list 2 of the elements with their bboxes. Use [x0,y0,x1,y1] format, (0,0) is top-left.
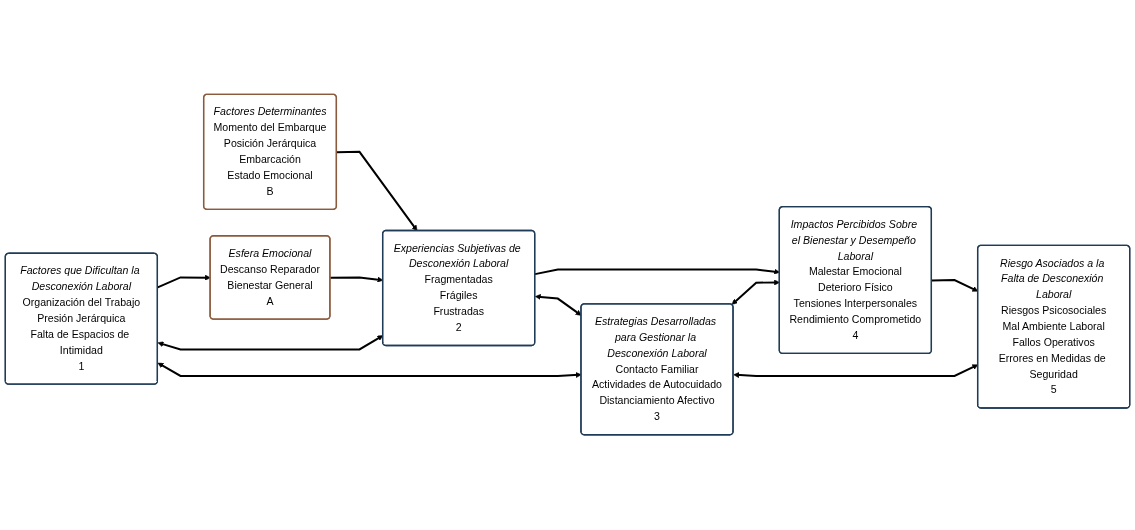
arrow [534,268,780,276]
arrow [731,280,780,306]
